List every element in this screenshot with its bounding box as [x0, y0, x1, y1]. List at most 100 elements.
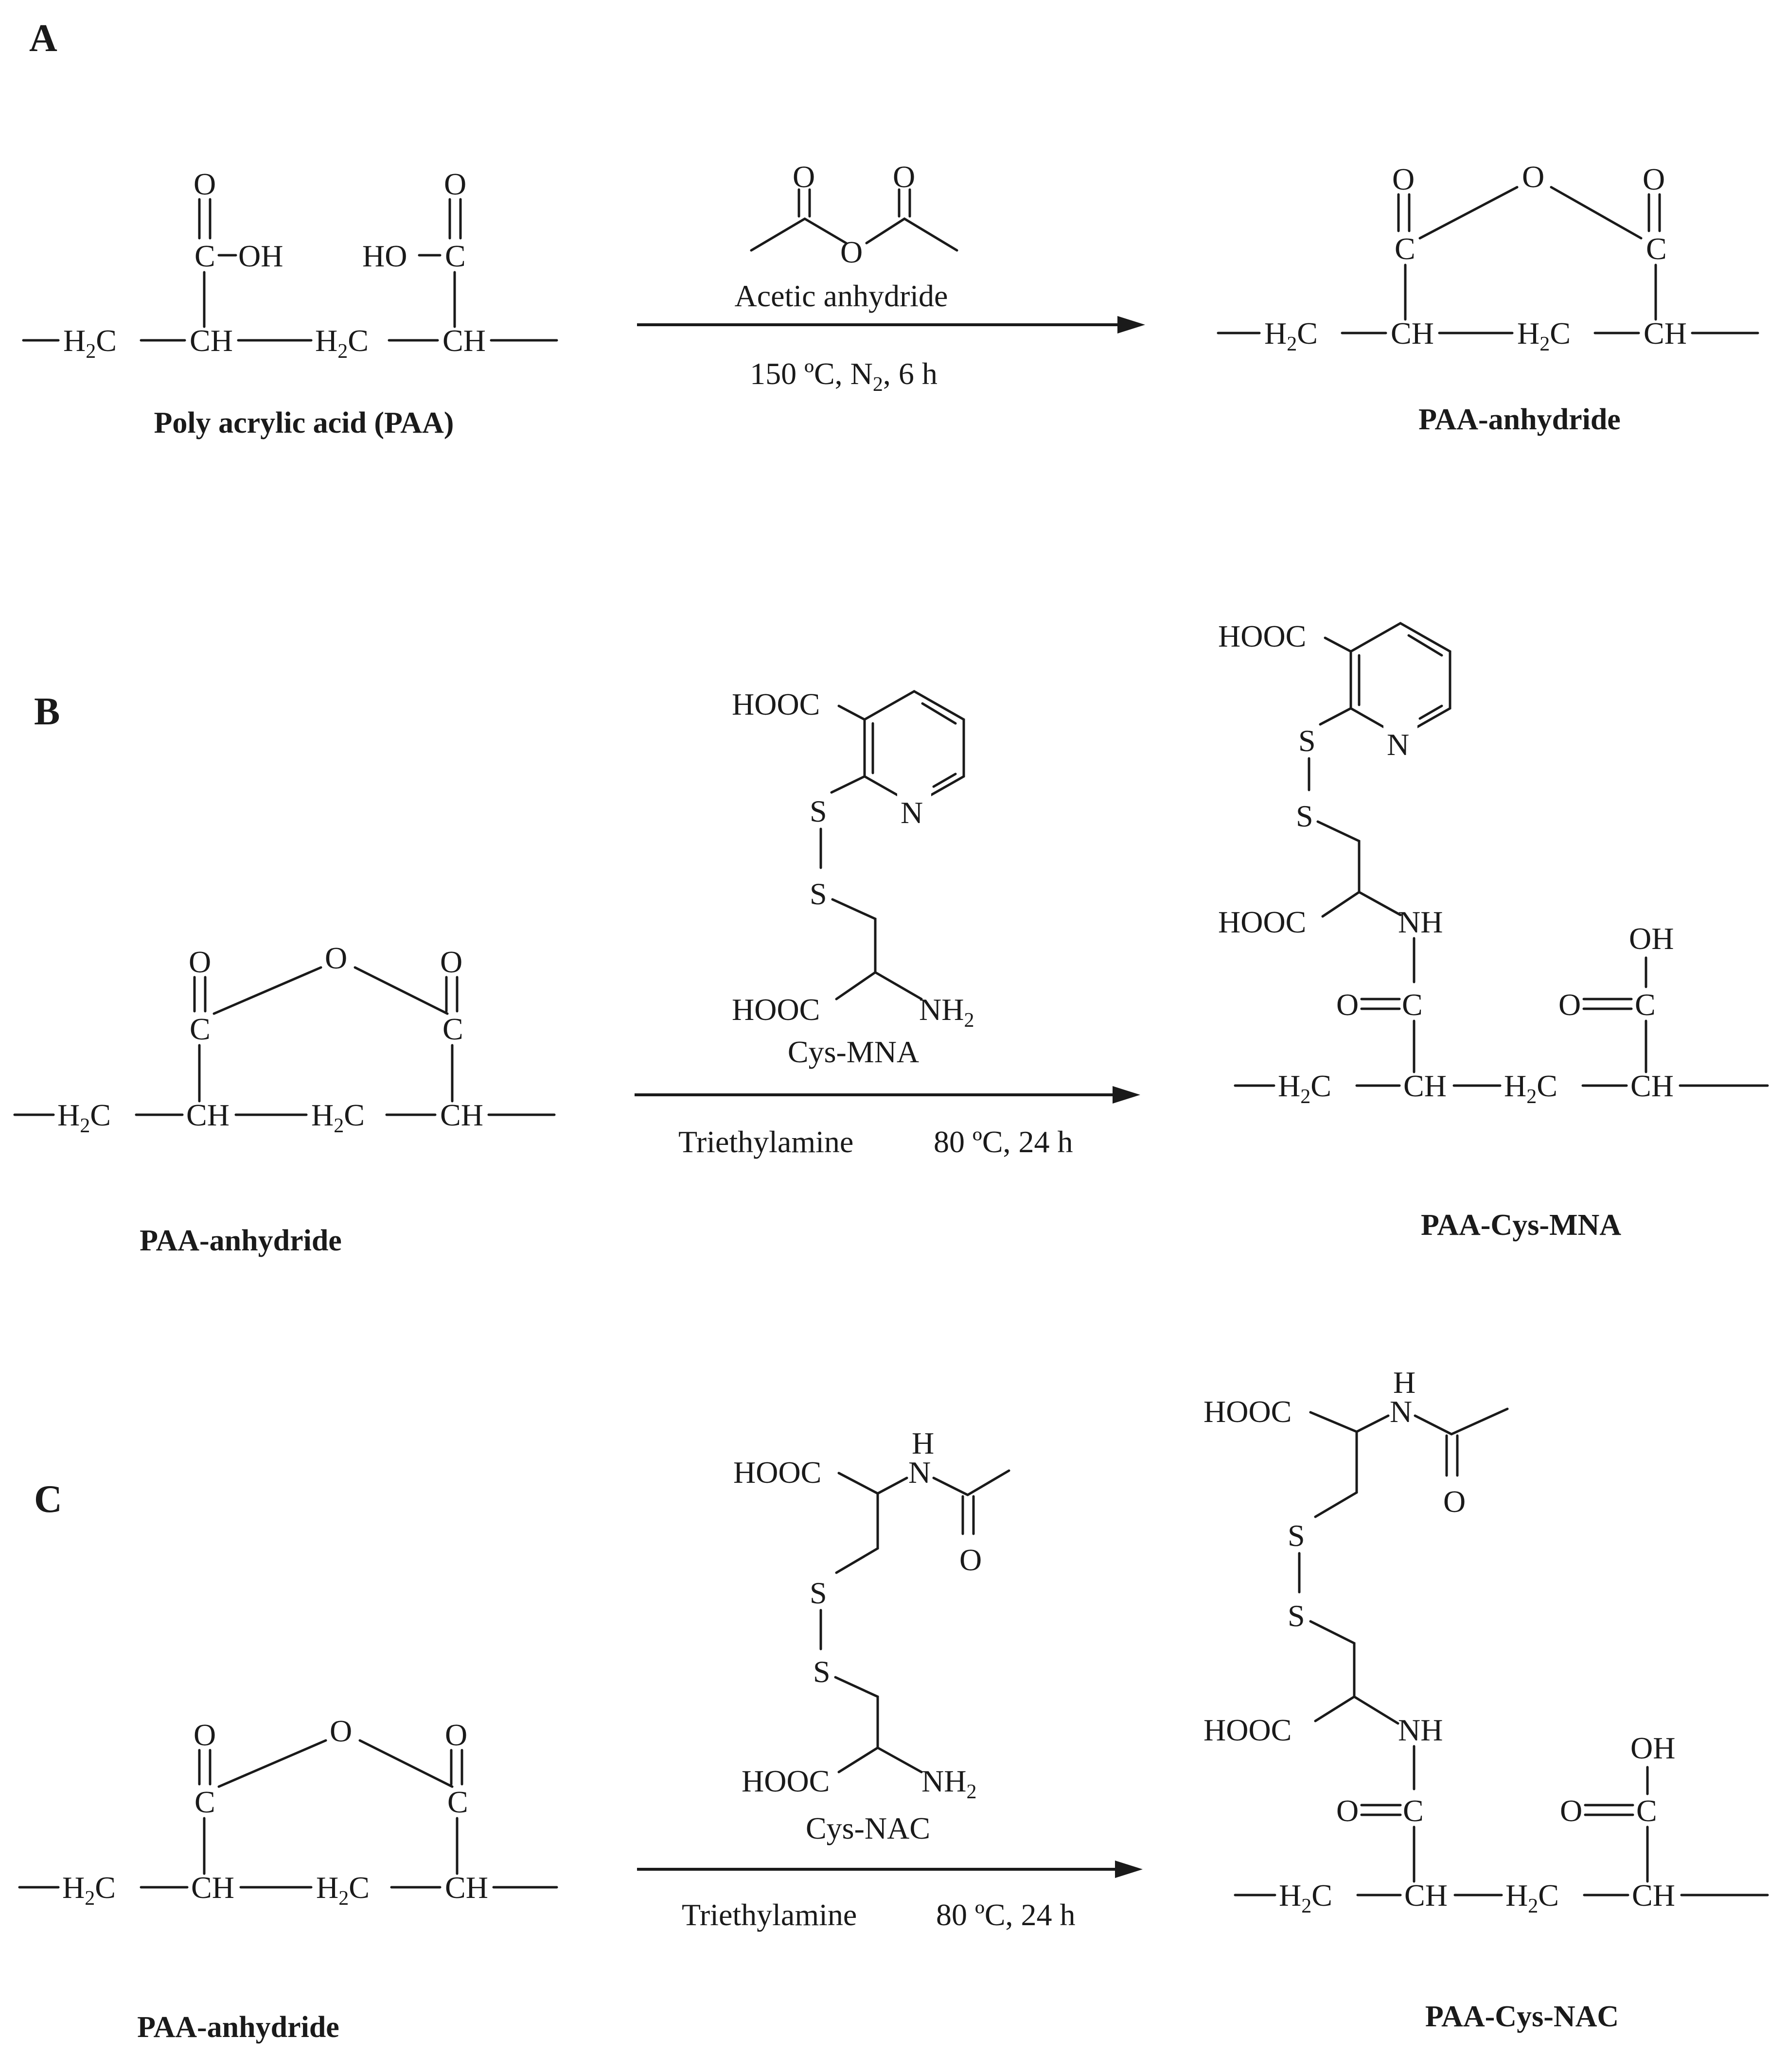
atom-c: C: [445, 239, 466, 273]
atom-hooc: HOOC: [732, 992, 820, 1027]
atom-hooc: HOOC: [1218, 619, 1306, 653]
atom-ch: CH: [442, 323, 486, 358]
atom-c: C: [447, 1785, 468, 1819]
atom-s: S: [1298, 723, 1316, 758]
atom-n: N: [901, 795, 923, 830]
reaction-arrow-a: [637, 316, 1145, 334]
product-name-b: PAA-Cys-MNA: [1421, 1209, 1621, 1242]
reagent-name-b: Cys-MNA: [788, 1035, 919, 1069]
atom-o: O: [793, 159, 815, 194]
atom-o: O: [1336, 987, 1359, 1022]
reactant-name-c: PAA-anhydride: [137, 2011, 339, 2044]
atom-ch: CH: [190, 323, 233, 358]
reaction-arrow-b: [635, 1086, 1140, 1104]
condition-a: 150 ºC, N2, 6 h: [750, 356, 938, 396]
atom-ch: CH: [440, 1098, 483, 1132]
cys-mna-structure: HOOC N S S HOOC NH2: [732, 687, 974, 1032]
acetic-anhydride-structure: O O O: [750, 159, 958, 269]
paa-cys-nac-product: HOOC N H O S S HOOC NH C O H2C: [1203, 1365, 1769, 1917]
panel-a: A H2C CH H2C CH C O OH C O HO: [22, 17, 1759, 439]
condition-base-b: Triethylamine: [678, 1124, 853, 1159]
atom-o: O: [840, 235, 863, 269]
atom-o: O: [194, 1718, 216, 1752]
atom-ch: CH: [186, 1098, 230, 1132]
product-name-c: PAA-Cys-NAC: [1425, 2000, 1619, 2033]
atom-h2c: H2C: [62, 1870, 116, 1910]
atom-o: O: [440, 945, 462, 979]
atom-h2c: H2C: [63, 323, 117, 363]
atom-o: O: [1560, 1793, 1582, 1828]
atom-s: S: [810, 1576, 827, 1610]
atom-o: O: [194, 167, 216, 201]
atom-h: H: [1393, 1365, 1415, 1400]
paa-structure: H2C CH H2C CH C O OH C O HO: [22, 167, 558, 363]
atom-n: N: [1387, 727, 1409, 762]
atom-n: N: [908, 1455, 931, 1490]
panel-c: C H2C CH H2C CH C O O C O PAA-anhyd: [18, 1365, 1769, 2044]
atom-c: C: [442, 1012, 463, 1046]
panel-a-label: A: [29, 17, 57, 60]
atom-c: C: [1636, 1793, 1657, 1828]
atom-ho: HO: [362, 239, 407, 273]
atom-o: O: [330, 1714, 352, 1748]
condition-temp-c: 80 ºC, 24 h: [936, 1897, 1076, 1932]
atom-c: C: [195, 1785, 215, 1819]
atom-s: S: [1288, 1598, 1305, 1633]
atom-o: O: [445, 1718, 467, 1752]
atom-h2c: H2C: [1505, 1878, 1559, 1917]
atom-hooc: HOOC: [1203, 1713, 1292, 1747]
atom-o: O: [325, 941, 347, 975]
atom-s: S: [810, 877, 827, 911]
reaction-arrow-c: [637, 1861, 1143, 1878]
atom-h2c: H2C: [57, 1098, 111, 1137]
atom-oh: OH: [1630, 1731, 1675, 1765]
atom-o: O: [959, 1543, 982, 1577]
atom-c: C: [195, 239, 215, 273]
atom-o: O: [1522, 159, 1544, 194]
atom-ch: CH: [191, 1870, 234, 1905]
atom-n: N: [1390, 1394, 1412, 1429]
atom-nh: NH: [1398, 1713, 1443, 1747]
atom-hooc: HOOC: [1203, 1394, 1292, 1429]
paa-anhydride-reactant-c: H2C CH H2C CH C O O C O: [18, 1714, 558, 1910]
reactant-name-a: Poly acrylic acid (PAA): [154, 406, 454, 439]
atom-o: O: [893, 159, 915, 194]
atom-hooc: HOOC: [742, 1764, 830, 1798]
atom-s: S: [1296, 799, 1313, 833]
atom-ch: CH: [1632, 1878, 1675, 1913]
condition-temp-b: 80 ºC, 24 h: [934, 1124, 1073, 1159]
atom-oh: OH: [238, 239, 283, 273]
atom-h2c: H2C: [315, 323, 369, 363]
reagent-name-a: Acetic anhydride: [735, 279, 948, 313]
atom-h2c: H2C: [1279, 1878, 1332, 1917]
condition-base-c: Triethylamine: [682, 1897, 857, 1932]
atom-ch: CH: [1403, 1069, 1447, 1103]
paa-cys-mna-product: HOOC N S S HOOC NH C O H2C CH: [1218, 619, 1769, 1108]
atom-o: O: [1336, 1793, 1359, 1828]
atom-nh: NH: [1398, 905, 1443, 939]
atom-h2c: H2C: [1517, 316, 1571, 355]
atom-h2c: H2C: [1504, 1069, 1557, 1108]
atom-c: C: [1395, 231, 1415, 266]
atom-s: S: [810, 794, 827, 828]
atom-h2c: H2C: [1264, 316, 1318, 355]
cys-nac-structure: HOOC N H O S S HOOC NH2: [733, 1426, 1010, 1803]
atom-hooc: HOOC: [732, 687, 820, 721]
paa-anhydride-product-a: H2C CH H2C CH C O O C O: [1217, 159, 1759, 355]
atom-h: H: [912, 1426, 934, 1460]
atom-hooc: HOOC: [1218, 905, 1306, 939]
panel-b-label: B: [34, 690, 60, 733]
panel-b: B H2C CH H2C CH C O O C O PAA-anhyd: [13, 619, 1769, 1257]
atom-o: O: [1392, 162, 1415, 196]
atom-ch: CH: [1644, 316, 1687, 351]
atom-ch: CH: [445, 1870, 488, 1905]
atom-c: C: [190, 1012, 211, 1046]
atom-s: S: [1288, 1518, 1305, 1553]
atom-c: C: [1403, 1793, 1424, 1828]
reactant-name-b: PAA-anhydride: [140, 1224, 342, 1257]
atom-s: S: [813, 1654, 831, 1689]
atom-hooc: HOOC: [733, 1455, 821, 1490]
atom-h2c: H2C: [316, 1870, 370, 1910]
